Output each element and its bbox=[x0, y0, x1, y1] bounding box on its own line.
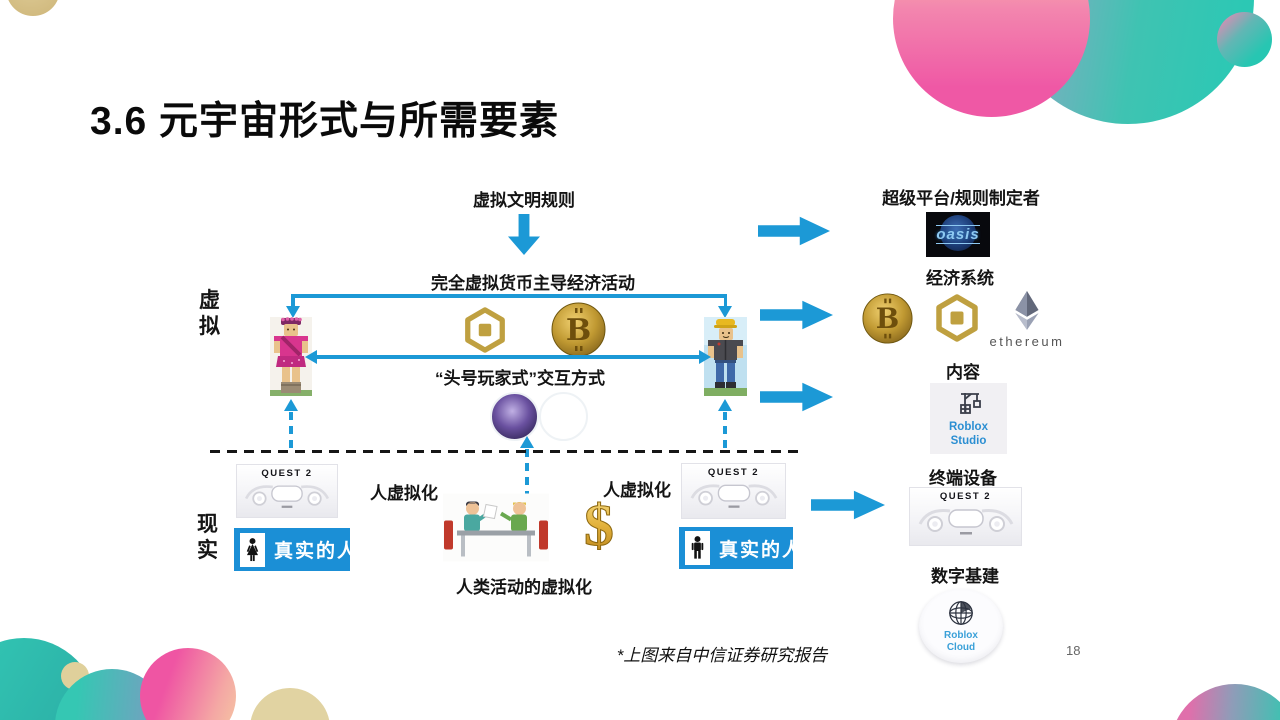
source-footnote: *上图来自中信证券研究报告 bbox=[616, 646, 828, 665]
oasis-logo: oasis bbox=[926, 212, 990, 257]
vr-headset-icon bbox=[244, 485, 330, 508]
svg-text:B: B bbox=[876, 302, 900, 335]
game-thumbnail-1 bbox=[490, 392, 539, 441]
ethereum-logo-icon bbox=[1015, 291, 1039, 330]
axis-label-virtual: 虚拟 bbox=[199, 289, 220, 339]
economy-bracket-stub-right bbox=[723, 294, 727, 307]
arrowhead-down-left-icon bbox=[286, 306, 300, 318]
bitcoin-coin-icon: B bbox=[551, 302, 606, 357]
svg-text:$: $ bbox=[584, 494, 614, 558]
crane-icon bbox=[959, 393, 981, 414]
label-super-platform: 超级平台/规则制定者 bbox=[882, 189, 1040, 208]
quest2-box-right: QUEST 2 bbox=[681, 463, 786, 519]
label-terminal-devices: 终端设备 bbox=[929, 469, 997, 488]
economy-bracket-stub-left bbox=[291, 294, 295, 307]
quest2-label: QUEST 2 bbox=[939, 491, 992, 502]
label-economy-system: 经济系统 bbox=[926, 269, 994, 288]
ethereum-wordmark: ethereum bbox=[989, 334, 1065, 349]
label-human-virtualization-left: 人虚拟化 bbox=[370, 484, 438, 503]
roblox-avatar-female bbox=[270, 317, 312, 396]
dashed-up-arrowhead-center-icon bbox=[520, 436, 534, 448]
economy-bracket-bar bbox=[291, 294, 727, 298]
vr-headset-icon bbox=[690, 484, 777, 508]
blob-top-left-tan bbox=[6, 0, 60, 16]
real-person-badge-left: 真实的人 bbox=[234, 528, 356, 571]
svg-text:B: B bbox=[566, 313, 591, 348]
label-virtual-currency-economy: 完全虚拟货币主导经济活动 bbox=[431, 274, 635, 293]
label-human-virtualization-right: 人虚拟化 bbox=[603, 481, 671, 500]
arrowhead-right-icon bbox=[699, 349, 711, 364]
blob-bottom-right bbox=[1170, 684, 1280, 720]
real-person-label: 真实的人 bbox=[274, 541, 359, 562]
arrowhead-down-right-icon bbox=[718, 306, 732, 318]
down-arrow-icon bbox=[508, 214, 540, 255]
dashed-line-left bbox=[289, 412, 293, 452]
flow-arrow-devices bbox=[811, 490, 885, 520]
blob-top-right-small-teal bbox=[1217, 12, 1272, 67]
blob-bottom-tan bbox=[250, 688, 330, 720]
real-person-badge-right: 真实的人 bbox=[679, 527, 801, 569]
male-figure-icon bbox=[685, 531, 710, 565]
page-title: 3.6 元宇宙形式与所需要素 bbox=[90, 100, 560, 143]
quest2-label: QUEST 2 bbox=[707, 467, 760, 478]
meeting-illustration bbox=[443, 493, 549, 562]
quest2-box-left: QUEST 2 bbox=[236, 464, 338, 518]
interaction-arrow-bar bbox=[316, 355, 700, 359]
arrowhead-left-icon bbox=[305, 349, 317, 364]
label-activity-virtualization: 人类活动的虚拟化 bbox=[456, 578, 592, 597]
quest2-label: QUEST 2 bbox=[261, 468, 313, 479]
dashed-up-arrowhead-left-icon bbox=[284, 399, 298, 411]
roblox-cloud-label: Roblox Cloud bbox=[944, 630, 978, 653]
vr-headset-icon bbox=[918, 509, 1013, 535]
label-interaction-mode: “头号玩家式”交互方式 bbox=[435, 369, 605, 388]
game-thumbnail-2 bbox=[539, 392, 588, 441]
axis-label-real: 现实 bbox=[197, 513, 218, 563]
oasis-globe-icon bbox=[940, 215, 976, 251]
dollar-sign-icon: $ bbox=[584, 494, 615, 558]
flow-arrow-economy bbox=[760, 300, 833, 330]
oasis-logo-text: oasis bbox=[936, 224, 980, 245]
dashed-line-right bbox=[723, 412, 727, 452]
blob-bottom-left-pink bbox=[140, 648, 236, 720]
label-civilization-rules: 虚拟文明规则 bbox=[473, 191, 575, 210]
virtual-real-boundary-line bbox=[210, 450, 802, 453]
flow-arrow-content bbox=[760, 382, 833, 412]
globe-wireframe-icon bbox=[949, 601, 973, 625]
page-number: 18 bbox=[1066, 643, 1081, 658]
roblox-studio-card: Roblox Studio bbox=[930, 383, 1007, 454]
label-content: 内容 bbox=[946, 363, 980, 382]
quest2-box-column: QUEST 2 bbox=[909, 487, 1022, 546]
female-figure-icon bbox=[240, 532, 265, 567]
robux-coin-icon bbox=[936, 294, 978, 342]
roblox-cloud-card: Roblox Cloud bbox=[919, 589, 1003, 663]
roblox-studio-label: Roblox Studio bbox=[949, 421, 988, 447]
real-person-label: 真实的人 bbox=[719, 539, 804, 561]
bitcoin-coin-icon: B bbox=[862, 293, 913, 344]
dashed-line-center bbox=[525, 449, 529, 497]
label-digital-infrastructure: 数字基建 bbox=[931, 567, 999, 586]
dashed-up-arrowhead-right-icon bbox=[718, 399, 732, 411]
roblox-avatar-male bbox=[704, 317, 747, 396]
flow-arrow-platform bbox=[758, 216, 830, 246]
robux-coin-icon bbox=[465, 307, 505, 353]
